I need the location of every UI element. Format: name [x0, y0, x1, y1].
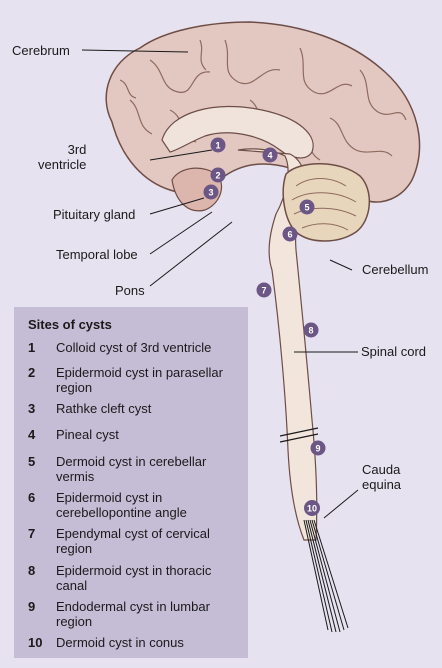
label-temporal-lobe: Temporal lobe	[56, 247, 138, 262]
cauda-equina-fibers	[303, 519, 349, 633]
cerebellum-shape	[282, 163, 371, 242]
label-cerebellum: Cerebellum	[362, 262, 429, 277]
marker-6: 6	[282, 226, 298, 242]
marker-2: 2	[210, 167, 226, 183]
legend-item-number: 3	[28, 401, 36, 416]
cord-break-marks	[279, 427, 319, 443]
svg-text:9: 9	[315, 444, 320, 454]
legend-item-number: 5	[28, 454, 36, 469]
legend-title: Sites of cysts	[28, 317, 112, 332]
svg-text:8: 8	[308, 326, 313, 336]
corpus-callosum	[161, 105, 314, 159]
svg-text:5: 5	[304, 203, 309, 213]
svg-text:2: 2	[215, 171, 220, 181]
marker-7: 7	[256, 282, 272, 298]
legend-item-text: Ependymal cyst of cervical region	[56, 526, 210, 556]
svg-text:1: 1	[215, 141, 220, 151]
legend-item-text: Pineal cyst	[56, 427, 119, 442]
legend-box: Sites of cysts 1 Colloid cyst of 3rd ven…	[14, 307, 248, 658]
legend-item-number: 7	[28, 526, 36, 541]
marker-4: 4	[262, 147, 278, 163]
site-markers: 1 2 3 4 5 6 7 8 9 10	[203, 137, 326, 516]
legend-item-number: 6	[28, 490, 36, 505]
marker-3: 3	[203, 184, 219, 200]
svg-text:4: 4	[267, 151, 272, 161]
legend-item-text: Dermoid cyst in conus	[56, 635, 184, 650]
svg-text:7: 7	[261, 286, 266, 296]
legend-item-number: 4	[28, 427, 36, 442]
svg-text:10: 10	[307, 504, 317, 514]
legend-item-number: 9	[28, 599, 36, 614]
legend-item-text: Rathke cleft cyst	[56, 401, 152, 416]
label-cerebrum: Cerebrum	[12, 43, 70, 58]
svg-text:6: 6	[287, 230, 292, 240]
legend-item-text: Dermoid cyst in cerebellar vermis	[56, 454, 207, 484]
legend-item-number: 2	[28, 365, 36, 380]
legend-item-text: Endodermal cyst in lumbar region	[56, 599, 210, 629]
marker-8: 8	[303, 322, 319, 338]
label-spinal-cord: Spinal cord	[361, 344, 427, 359]
legend-item-number: 1	[28, 340, 36, 355]
legend-item-number: 10	[28, 635, 43, 650]
label-cauda-equina: Cauda equina	[362, 462, 402, 492]
marker-10: 10	[304, 500, 320, 516]
marker-5: 5	[299, 199, 315, 215]
legend-item-text: Epidermoid cyst in parasellar region	[56, 365, 223, 395]
leader-lines	[81, 49, 359, 519]
cerebellum-folia	[291, 178, 357, 231]
legend-item-number: 8	[28, 563, 36, 578]
label-pons: Pons	[115, 283, 145, 298]
legend-item-text: Epidermoid cyst in cerebellopontine angl…	[56, 490, 187, 520]
legend-item-text: Colloid cyst of 3rd ventricle	[56, 340, 212, 355]
marker-9: 9	[310, 440, 326, 456]
svg-text:3: 3	[208, 188, 213, 198]
label-third-ventricle: 3rd ventricle	[38, 142, 87, 172]
temporal-lobe-shape	[171, 167, 223, 212]
label-pituitary-gland: Pituitary gland	[53, 207, 136, 222]
marker-1: 1	[210, 137, 226, 153]
legend-item-text: Epidermoid cyst in thoracic canal	[56, 563, 212, 593]
